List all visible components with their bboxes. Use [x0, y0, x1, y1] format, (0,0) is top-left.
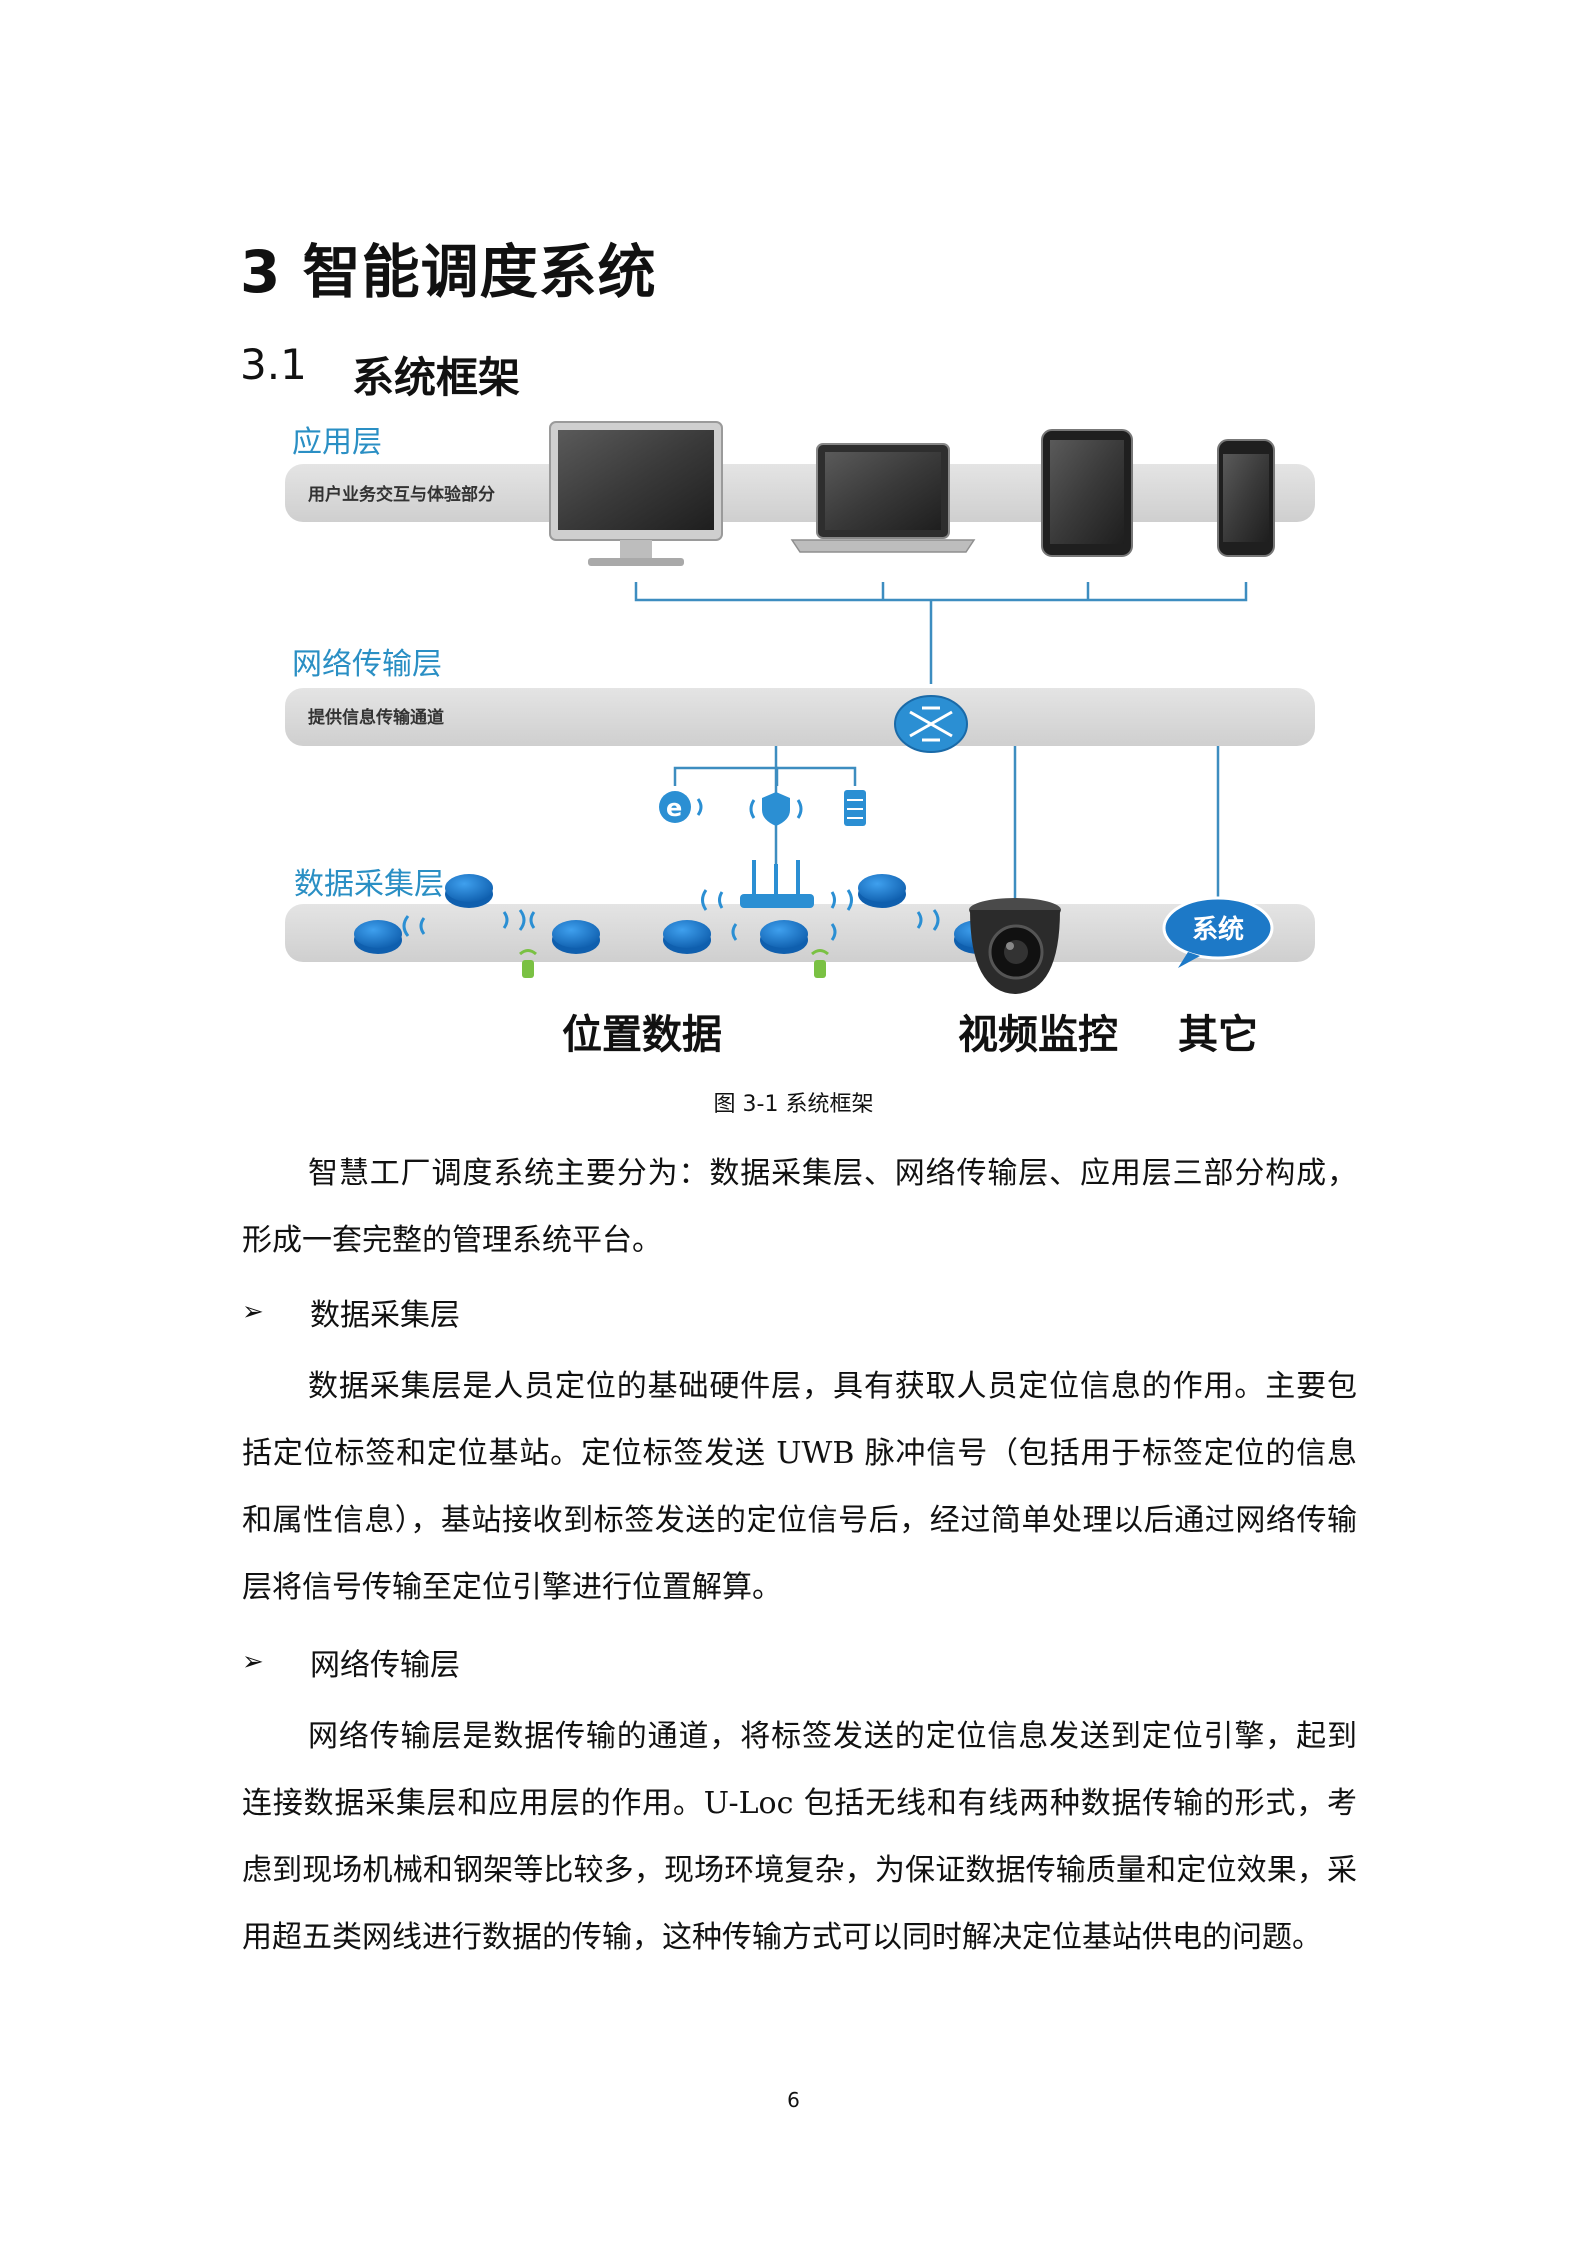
paragraph-network-layer: 网络传输层是数据传输的通道，将标签发送的定位信息发送到定位引擎，起到连接数据采集… [242, 1719, 1357, 1955]
system-architecture-figure: 应用层 用户业务交互与体验部分 网络传输层 提供信息传输通道 数据采集层 [285, 421, 1315, 1058]
system-badge: 系统 [1162, 896, 1274, 968]
network-layer-band [285, 688, 1315, 746]
page-number: 6 [787, 2088, 800, 2112]
bullet-data-layer-label: 数据采集层 [310, 1298, 460, 1333]
server-icon [844, 790, 866, 826]
tag-icons [519, 949, 829, 978]
monitor-icon [549, 421, 723, 566]
phone-icon [1217, 439, 1275, 557]
network-icon-lines [673, 746, 857, 902]
browser-icon: e [659, 791, 703, 823]
camera-icon [969, 898, 1061, 994]
data-layer-title: 数据采集层 [294, 867, 444, 902]
laptop-icon [790, 443, 976, 553]
base-station-icon [701, 860, 853, 911]
paragraph-data-layer: 数据采集层是人员定位的基础硬件层，具有获取人员定位信息的作用。主要包括定位标签和… [242, 1369, 1357, 1605]
section-number: 3.1 [240, 340, 307, 389]
bullet-data-layer: ➢ 数据采集层 [242, 1290, 460, 1334]
network-layer-desc: 提供信息传输通道 [308, 707, 444, 728]
signal-wave-icons [402, 909, 940, 941]
bullet-arrow-icon: ➢ [242, 1647, 264, 1677]
label-position-data: 位置数据 [562, 1012, 722, 1058]
bullet-network-layer: ➢ 网络传输层 [242, 1640, 460, 1684]
bullet-network-layer-label: 网络传输层 [310, 1648, 460, 1683]
network-layer-title: 网络传输层 [292, 647, 442, 682]
svg-text:e: e [666, 794, 682, 822]
security-icon [749, 792, 803, 826]
tablet-icon [1041, 429, 1133, 557]
app-layer-desc: 用户业务交互与体验部分 [308, 484, 495, 505]
app-connection-lines [634, 582, 1248, 684]
figure-caption: 图 3-1 系统框架 [713, 1092, 874, 1117]
label-other: 其它 [1178, 1012, 1258, 1058]
app-layer-title: 应用层 [292, 425, 382, 460]
bullet-arrow-icon: ➢ [242, 1297, 264, 1327]
chapter-number: 3 [240, 238, 282, 306]
paragraph-intro: 智慧工厂调度系统主要分为：数据采集层、网络传输层、应用层三部分构成，形成一套完整… [242, 1156, 1357, 1258]
system-badge-label: 系统 [1192, 914, 1244, 945]
chapter-title: 智能调度系统 [302, 238, 657, 306]
chapter-heading: 3 智能调度系统 [240, 225, 657, 309]
label-video-monitoring: 视频监控 [958, 1012, 1118, 1058]
router-icon [894, 695, 968, 753]
section-title: 系统框架 [352, 353, 521, 402]
